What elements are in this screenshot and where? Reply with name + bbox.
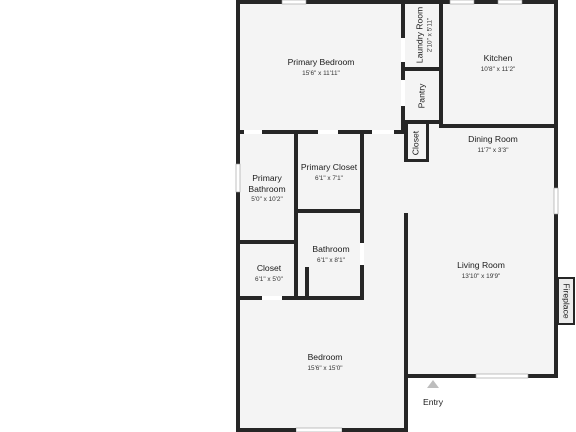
- closet-dims: 6'1" x 5'0": [255, 276, 283, 283]
- wall-bedroom-right: [404, 296, 408, 432]
- door-primary-bedroom: [372, 130, 394, 134]
- primary-bathroom-name-1: Primary: [252, 173, 282, 183]
- floor-bedroom: [236, 298, 408, 432]
- wall-hall-right: [404, 213, 408, 378]
- door-primary-closet: [318, 130, 338, 134]
- window-kitchen-left: [449, 0, 475, 5]
- bathroom-dims: 6'1" x 8'1": [317, 257, 345, 264]
- window-bedroom-bottom: [295, 427, 343, 432]
- door-bathroom: [360, 243, 364, 265]
- primary-bathroom-name-2: Bathroom: [248, 184, 285, 194]
- bathroom-name: Bathroom: [312, 244, 349, 254]
- wall-primary-bath-bottom: [236, 240, 298, 244]
- primary-bedroom-name: Primary Bedroom: [288, 57, 355, 67]
- floor-living-dining: [404, 124, 558, 378]
- wall-closet-bottom: [404, 159, 429, 162]
- wall-primary-closet-right: [360, 130, 364, 300]
- wall-laundry-bottom: [401, 67, 443, 71]
- wall-pantry-bottom: [401, 120, 443, 124]
- primary-closet-dims: 6'1" x 7'1": [315, 175, 343, 182]
- wall-kitchen-bottom: [439, 124, 558, 128]
- wall-bedroom-bottom: [236, 428, 296, 432]
- door-primary-bath: [244, 130, 262, 134]
- wall-primary-bath-right: [294, 130, 298, 244]
- fireplace-box: [557, 277, 575, 325]
- primary-bathroom-dims: 5'0" x 10'2": [251, 196, 283, 203]
- laundry-room-name: Laundry Room: [414, 7, 424, 63]
- dining-room-dims: 11'7" x 3'3": [477, 147, 508, 154]
- fireplace-label: Fireplace: [562, 283, 572, 319]
- wall-bathroom-left: [294, 213, 298, 271]
- floor-upper: [236, 0, 558, 134]
- wall-bedroom-top: [236, 296, 364, 300]
- window-primary-bath: [235, 163, 241, 193]
- wall-closet-lower-right: [294, 244, 298, 300]
- window-living-right: [553, 187, 559, 215]
- floor-middle: [236, 130, 408, 302]
- door-closet: [262, 296, 282, 300]
- window-primary-bedroom: [281, 0, 307, 5]
- wall-bedroom-bottom-right: [342, 428, 408, 432]
- wall-top: [236, 0, 558, 4]
- wall-closet-left: [404, 124, 408, 160]
- bedroom-dims: 15'6" x 15'0": [307, 365, 342, 372]
- door-pantry: [401, 80, 405, 106]
- door-laundry: [401, 38, 405, 62]
- wall-closet-right: [426, 124, 429, 162]
- primary-bedroom-dims: 15'6" x 11'11": [302, 70, 340, 77]
- kitchen-name: Kitchen: [484, 53, 513, 63]
- living-room-dims: 13'10" x 19'9": [462, 273, 501, 280]
- entry-label: Entry: [423, 397, 444, 407]
- laundry-room-dims: 2'10" x 5'11": [427, 18, 434, 53]
- wall-primary-closet-bottom: [294, 209, 364, 213]
- dining-room-name: Dining Room: [468, 134, 518, 144]
- window-living-bottom: [475, 373, 529, 379]
- wall-left: [236, 0, 240, 432]
- pantry-name: Pantry: [416, 83, 426, 109]
- kitchen-dims: 10'8" x 11'2": [481, 66, 516, 73]
- closet-name: Closet: [257, 263, 282, 273]
- small-closet-name: Closet: [410, 130, 420, 155]
- entry-arrow-icon: [427, 380, 439, 388]
- living-room-name: Living Room: [457, 260, 505, 270]
- bedroom-name: Bedroom: [308, 352, 343, 362]
- primary-closet-name: Primary Closet: [301, 162, 358, 172]
- wall-bathroom-left-lower: [305, 267, 309, 300]
- wall-laundry-right: [439, 0, 443, 128]
- window-kitchen-right: [497, 0, 523, 5]
